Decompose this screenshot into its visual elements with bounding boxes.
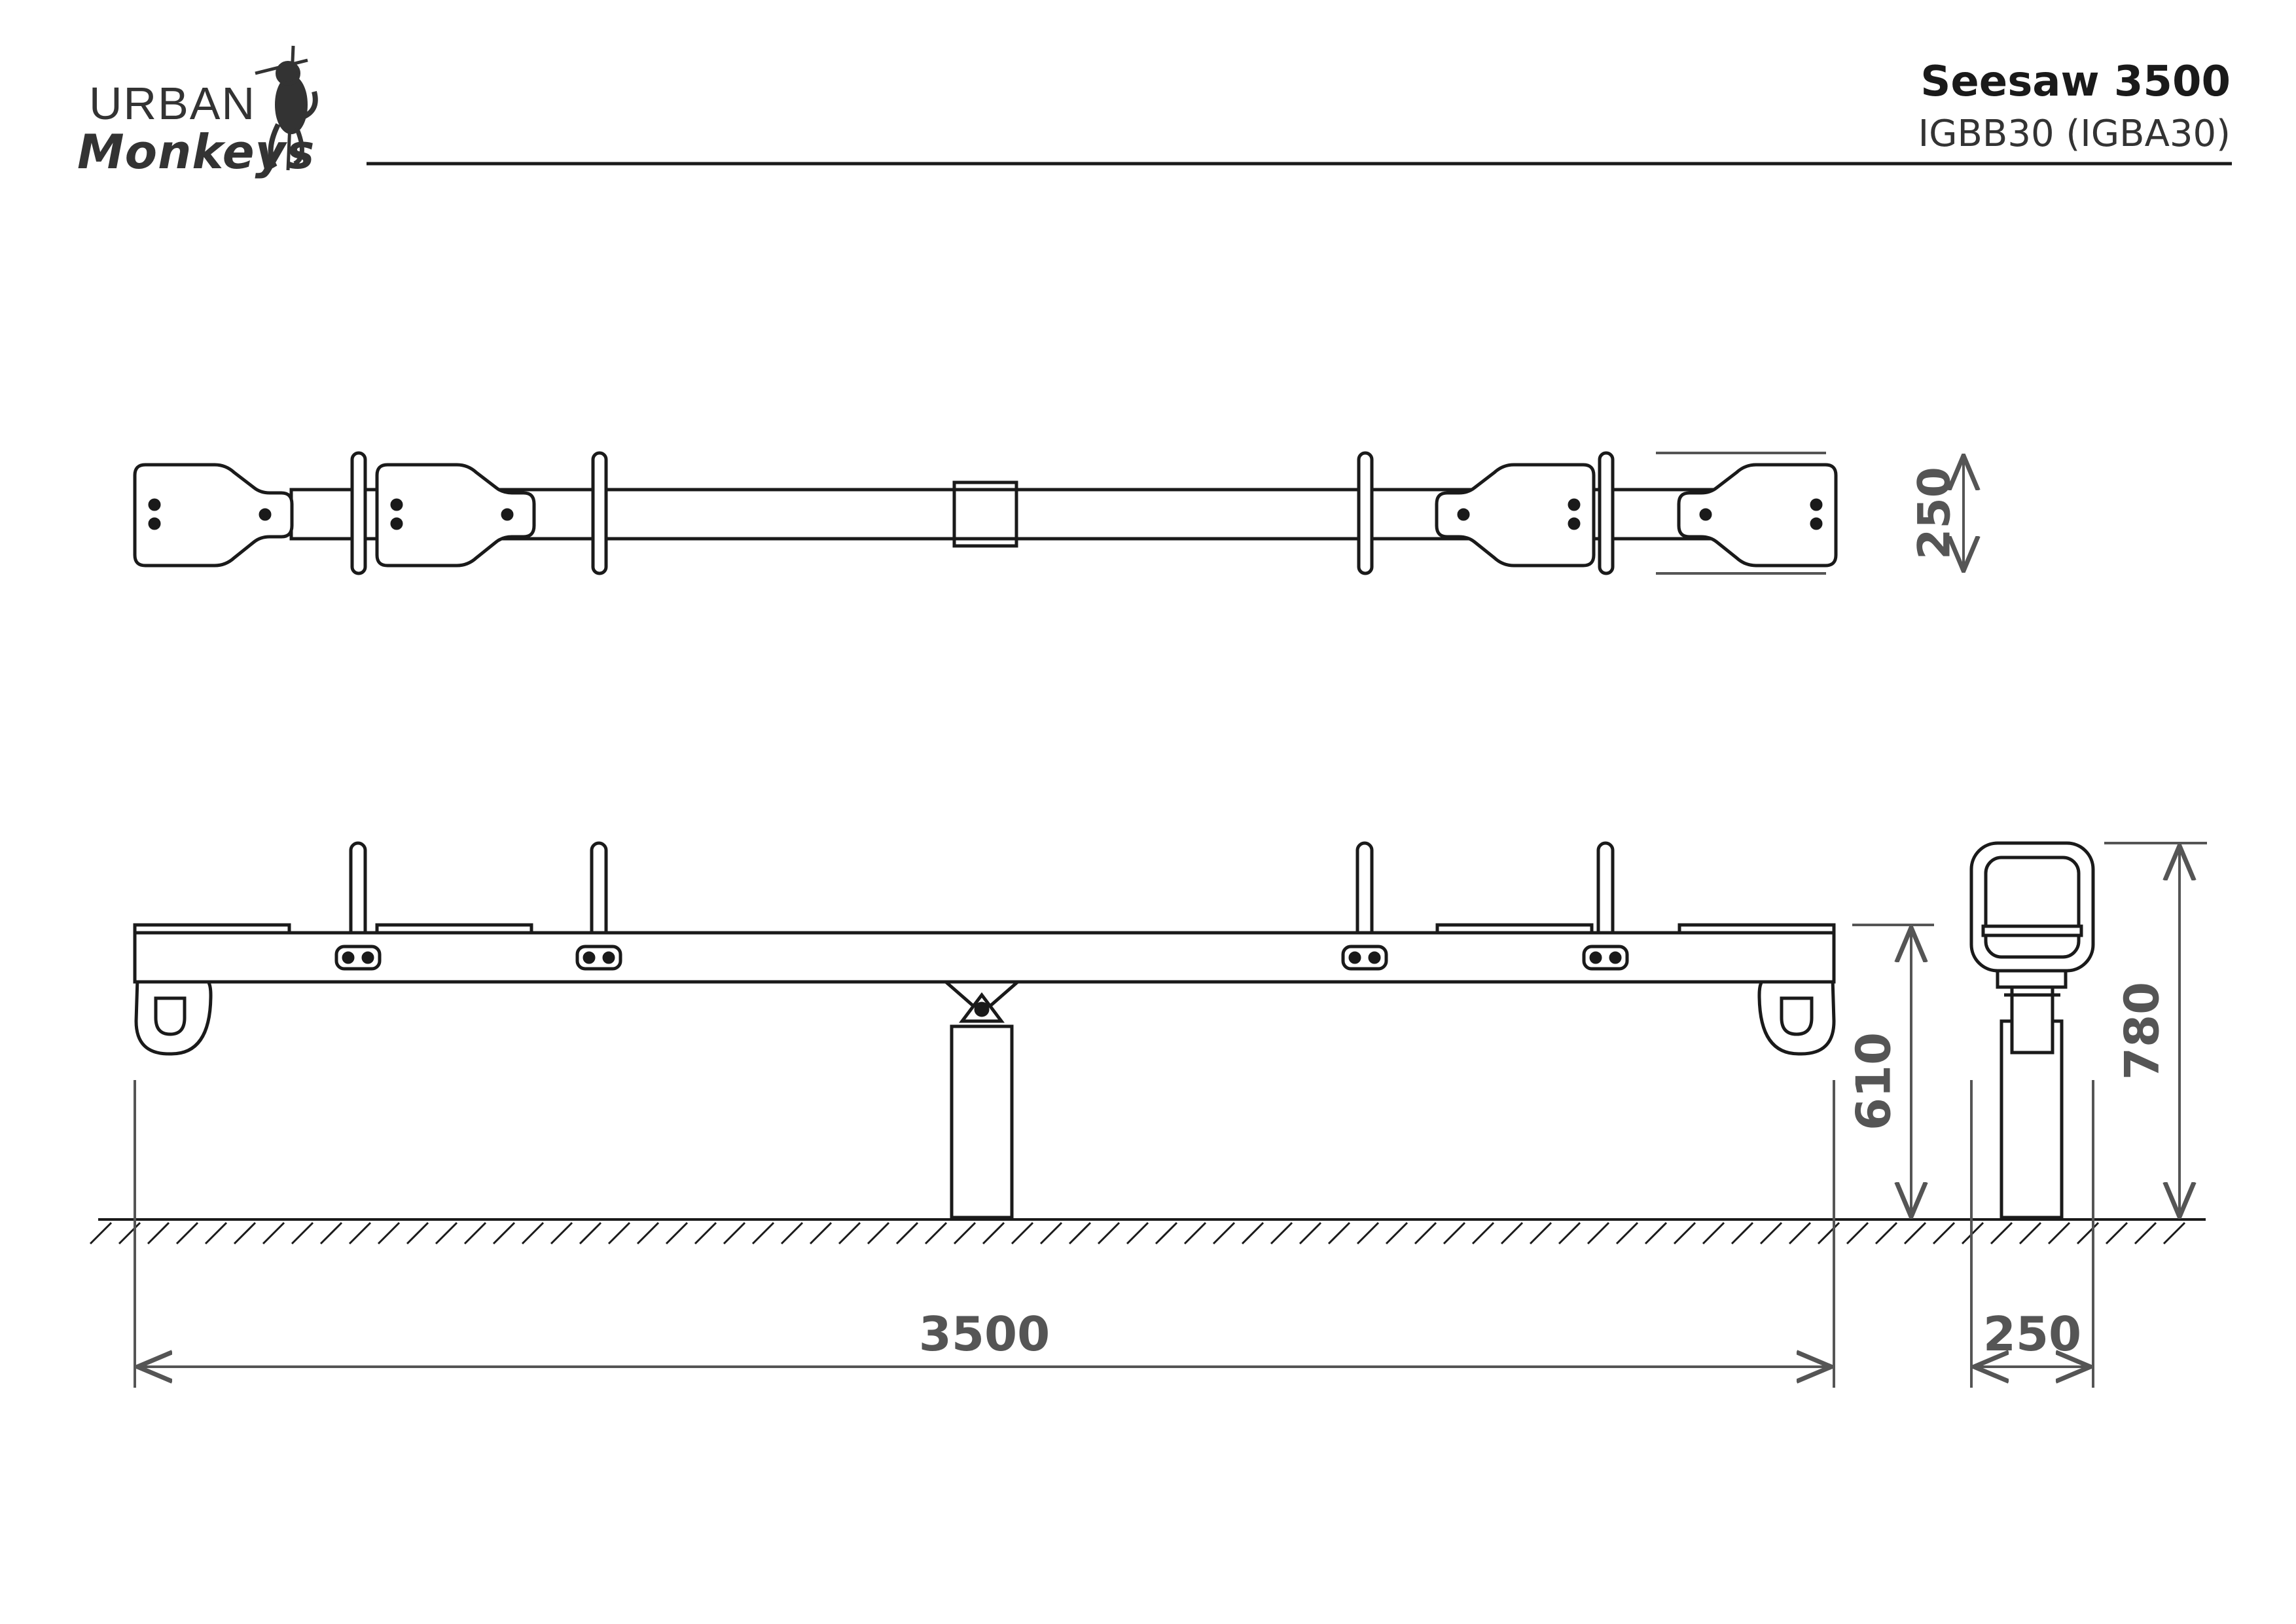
dim-side-width (1970, 1080, 2094, 1388)
side-pivot-block (2010, 985, 2054, 1055)
dim-label-seat-height: 610 (1846, 1032, 1901, 1130)
dim-seat-height (1852, 924, 1934, 1217)
side-seat-pad (1981, 924, 2083, 937)
side-view (1969, 841, 2095, 1219)
plan-handle (1357, 451, 1374, 575)
dim-label-side-width: 250 (1983, 1307, 2081, 1362)
plan-pivot-plate (952, 480, 1018, 548)
plan-seat-left-inner (375, 463, 536, 568)
side-handle-inner (1984, 856, 2081, 959)
dim-handle-height (2104, 842, 2207, 1217)
plan-handle (591, 451, 608, 575)
ground-hatching (89, 1221, 2186, 1245)
front-beam (133, 931, 1836, 984)
plan-seat-right-inner (1435, 463, 1596, 568)
plan-seat-right-end (1677, 463, 1838, 568)
dim-label-plan-width: 250 (1909, 467, 1961, 560)
plan-handle (1598, 451, 1615, 575)
front-post (950, 1024, 1014, 1219)
plan-handle (350, 451, 367, 575)
plan-view (133, 451, 1838, 575)
dim-label-handle-height: 780 (2115, 982, 2170, 1080)
dim-label-length: 3500 (919, 1307, 1050, 1362)
plan-seat-left-end (133, 463, 294, 568)
monkey-logo-icon (255, 45, 318, 171)
dim-length (134, 1080, 1835, 1388)
logo-text-urban: URBAN (89, 78, 257, 129)
product-code: IGBB30 (IGBA30) (1918, 113, 2231, 155)
front-view (133, 841, 1836, 1219)
product-title: Seesaw 3500 (1920, 58, 2231, 106)
dim-plan-width (1656, 452, 1964, 575)
